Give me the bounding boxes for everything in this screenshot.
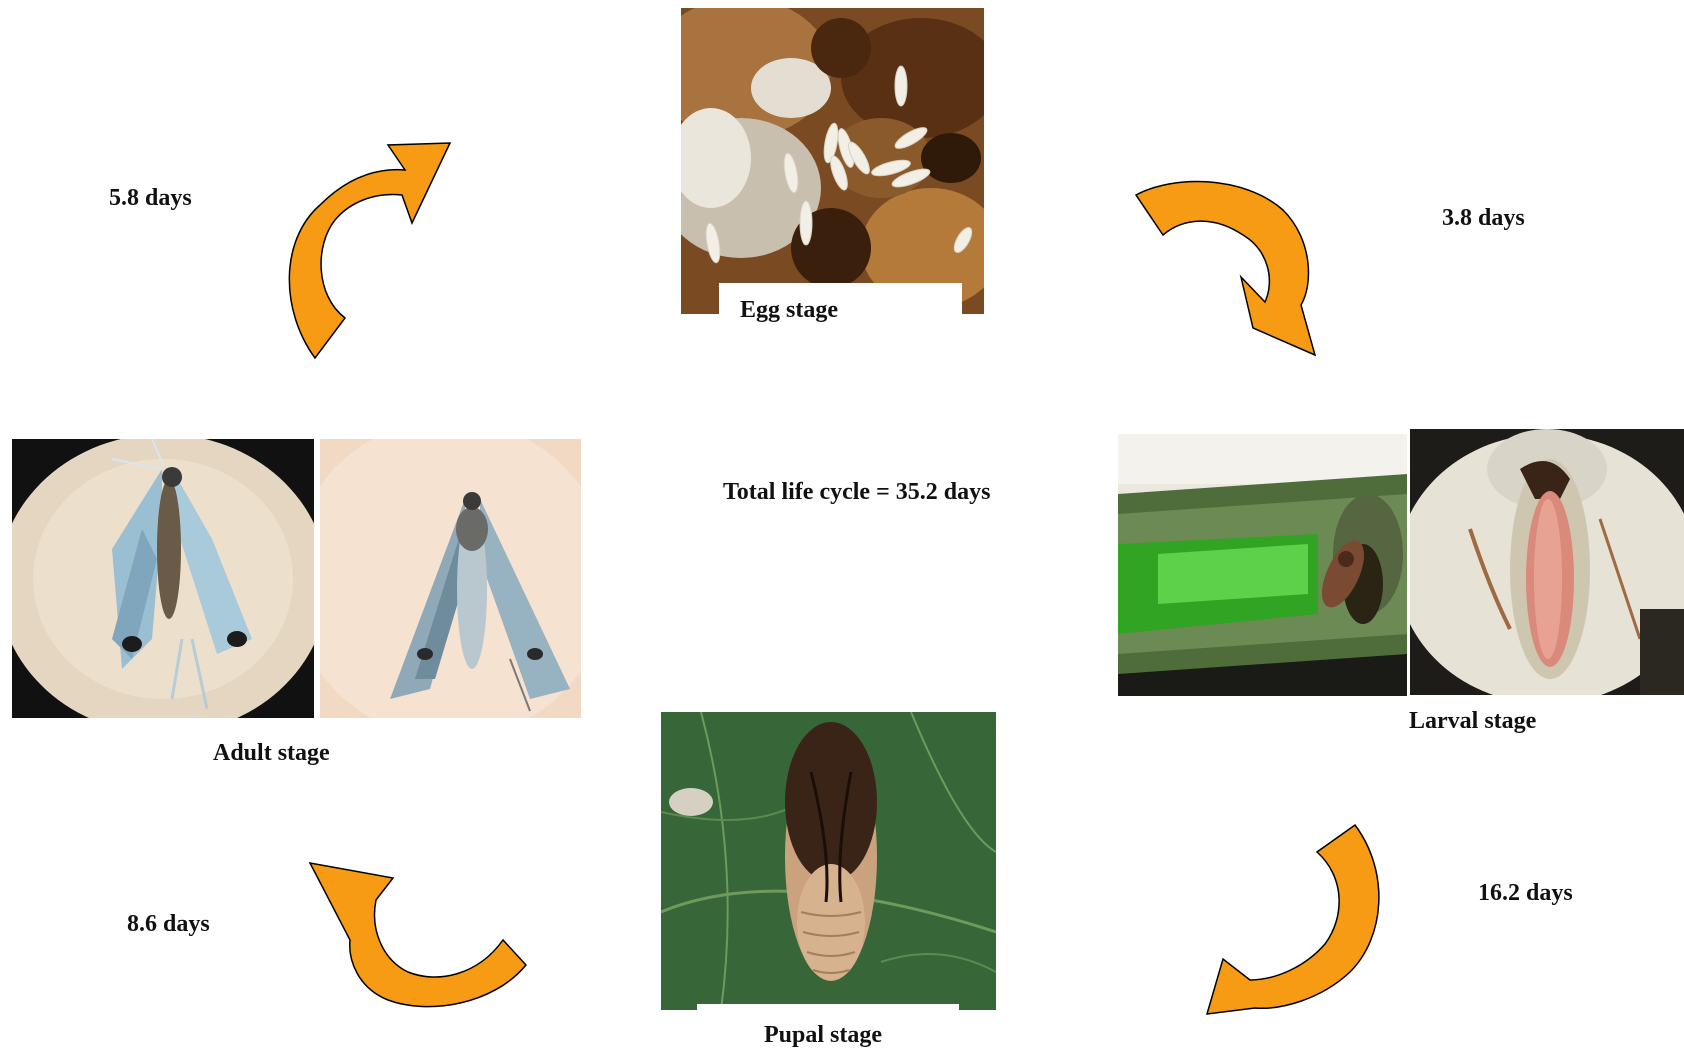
- larval-stage-label: Larval stage: [1409, 708, 1536, 735]
- curved-arrow-adult-to-egg-icon: [280, 140, 470, 370]
- adult-moth-photo-1: [12, 439, 314, 718]
- adult-stage-label: Adult stage: [213, 740, 330, 767]
- pupal-stage-label: Pupal stage: [764, 1022, 882, 1049]
- total-life-cycle-label: Total life cycle = 35.2 days: [723, 479, 990, 506]
- pupa-on-leaf-photo: [661, 712, 996, 1010]
- duration-egg-to-larval: 3.8 days: [1442, 205, 1525, 232]
- duration-larval-to-pupal: 16.2 days: [1478, 880, 1573, 907]
- larva-in-fruit-photo: [1410, 429, 1684, 695]
- adult-moth-photo-2: [320, 439, 581, 718]
- curved-arrow-egg-to-larval-icon: [1133, 180, 1333, 360]
- egg-stage-label: Egg stage: [740, 297, 838, 324]
- duration-pupal-to-adult: 8.6 days: [127, 911, 210, 938]
- curved-arrow-pupal-to-adult-icon: [308, 860, 528, 1010]
- larva-on-stem-photo: [1118, 434, 1407, 696]
- duration-adult-to-egg: 5.8 days: [109, 185, 192, 212]
- egg-stage-photo: [681, 8, 984, 314]
- curved-arrow-larval-to-pupal-icon: [1205, 822, 1385, 1017]
